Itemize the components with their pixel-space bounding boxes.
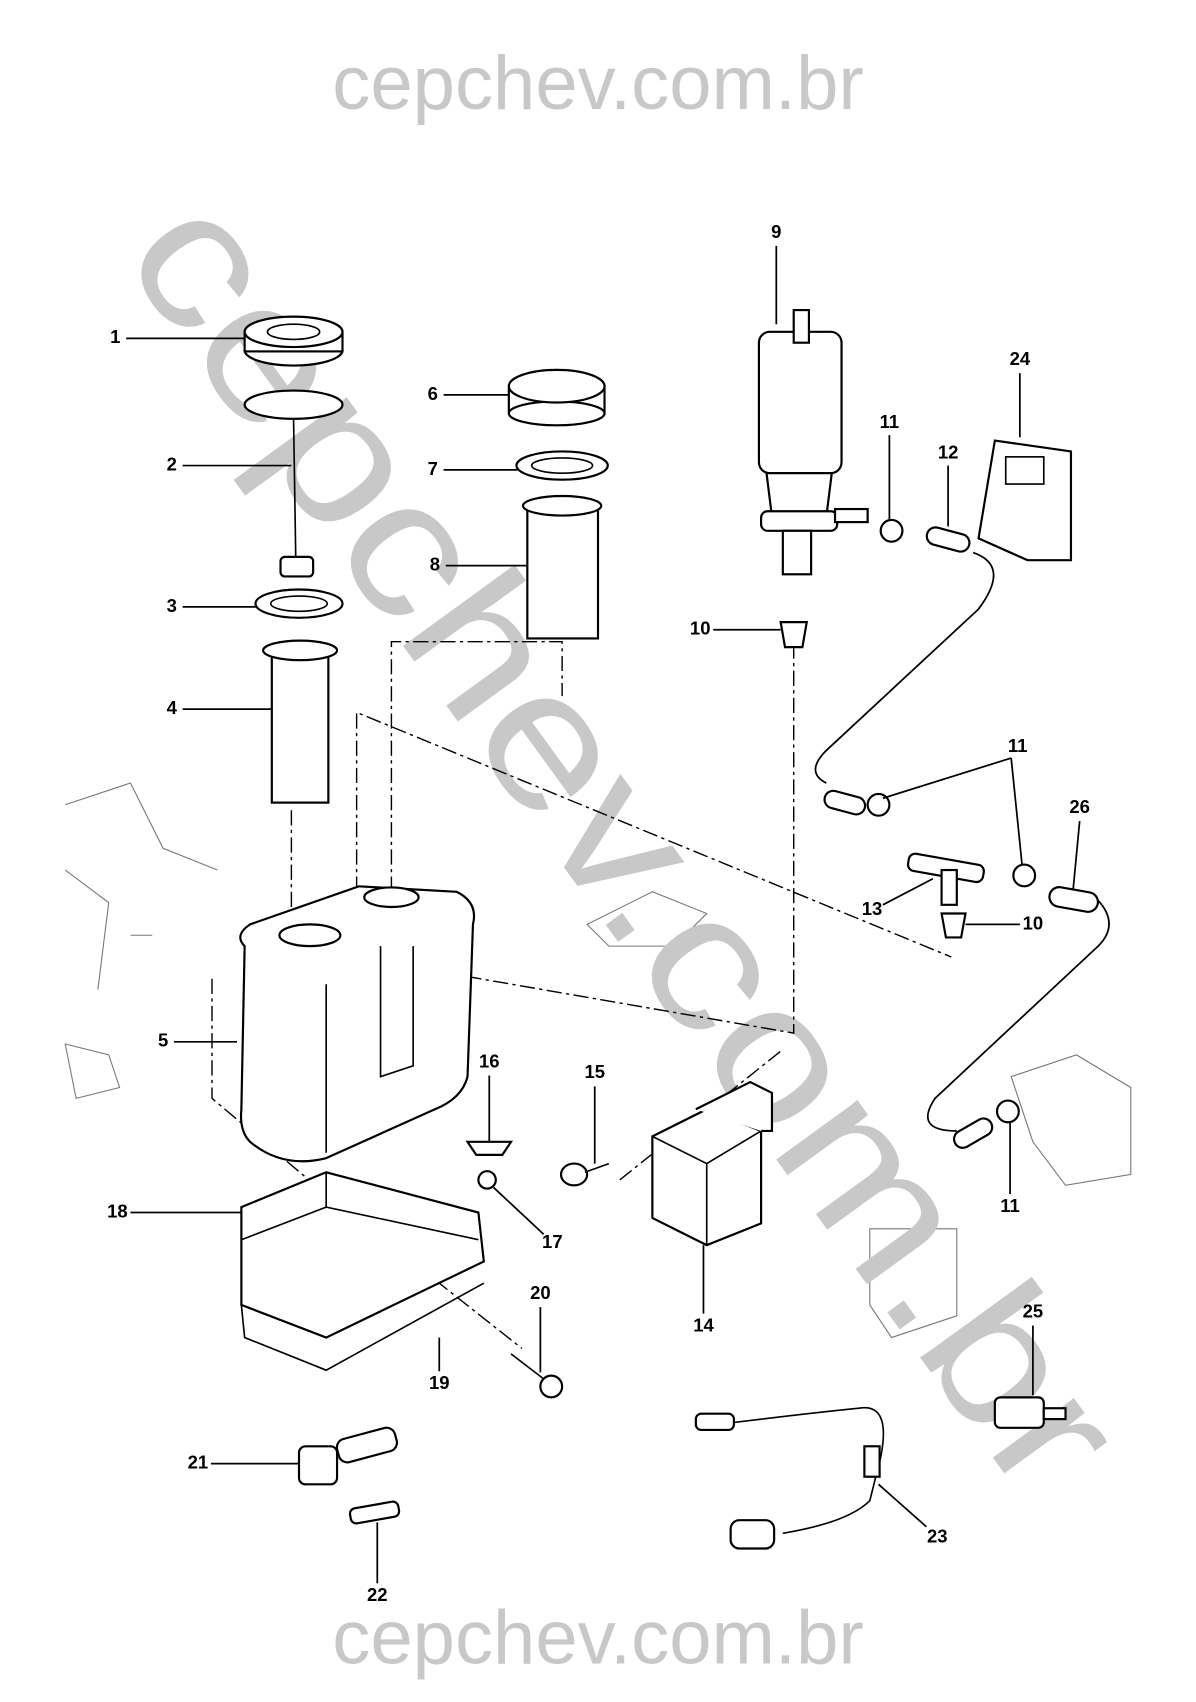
callout-number: 12	[938, 441, 959, 462]
part-14-relay	[651, 1080, 774, 1247]
callout-11: 11	[1000, 1122, 1020, 1216]
callout-number: 22	[367, 1584, 388, 1605]
part-23-harness	[694, 1406, 885, 1550]
callout-12: 12	[938, 441, 959, 527]
leader-line	[882, 757, 1012, 800]
callout-number: 1	[110, 326, 120, 347]
leader-line	[1072, 821, 1081, 890]
callout-4: 4	[167, 697, 272, 718]
callout-number: 11	[880, 411, 900, 432]
leader-line	[1010, 757, 1023, 865]
callout-number: 17	[542, 1231, 563, 1252]
part-10-grommet	[779, 621, 967, 939]
callout-number: 13	[862, 898, 883, 919]
callout-number: 26	[1069, 796, 1090, 817]
callout-7: 7	[428, 458, 518, 479]
part-26-hose	[1048, 886, 1100, 913]
callout-10: 10	[690, 618, 781, 639]
callout-10: 10	[965, 912, 1043, 933]
callout-number: 8	[430, 553, 440, 574]
part-2-level-sensor	[243, 389, 344, 578]
callout-number: 23	[927, 1525, 948, 1546]
part-18-19-bracket	[240, 1171, 486, 1372]
part-13-tee	[906, 852, 985, 906]
callout-6: 6	[428, 383, 509, 404]
callout-labels: 1234567891011122411261310161517182019142…	[107, 221, 1090, 1605]
part-8-filter	[521, 494, 603, 640]
part-5-reservoir	[239, 885, 476, 1163]
callout-17: 17	[493, 1186, 563, 1252]
callout-13: 13	[862, 877, 934, 919]
callout-22: 22	[367, 1522, 388, 1605]
callout-24: 24	[1010, 348, 1031, 438]
callout-number: 25	[1023, 1300, 1044, 1321]
part-11-clip	[866, 518, 1037, 1124]
callout-5: 5	[158, 1030, 238, 1051]
part-12-hose	[823, 526, 994, 1149]
callout-number: 2	[167, 453, 177, 474]
callout-23: 23	[877, 1483, 948, 1546]
callout-11: 11	[882, 735, 1028, 865]
part-3-seal	[254, 588, 344, 619]
callout-number: 11	[1008, 735, 1028, 756]
callout-25: 25	[1023, 1300, 1044, 1396]
callout-number: 10	[1023, 912, 1044, 933]
engine-bay-sketch	[64, 782, 1132, 1339]
part-1-cap	[243, 315, 344, 367]
part-22-fuse	[348, 1500, 401, 1525]
part-16-nut	[465, 1140, 514, 1156]
callout-number: 14	[693, 1315, 714, 1336]
callout-number: 15	[584, 1061, 605, 1082]
part-21-bulb	[297, 1426, 399, 1486]
part-24-switch	[977, 439, 1073, 562]
callout-3: 3	[167, 595, 257, 616]
part-4-tube	[262, 639, 339, 804]
part-17-cap	[477, 1170, 497, 1190]
callout-9: 9	[771, 221, 781, 325]
part-6-cap	[507, 368, 606, 427]
callout-number: 5	[158, 1030, 168, 1051]
callout-11: 11	[880, 411, 900, 520]
callout-number: 10	[690, 618, 711, 639]
callout-16: 16	[479, 1050, 500, 1142]
watermark-bottom: cepchev.com.br	[332, 1596, 863, 1681]
leader-line	[882, 877, 934, 906]
callout-number: 21	[188, 1452, 209, 1473]
part-9-pump	[757, 308, 869, 576]
part-20-screw	[510, 1353, 564, 1399]
leader-line	[877, 1483, 927, 1528]
watermark-diagonal: cepchev.com.br	[86, 155, 1165, 1529]
callout-number: 24	[1010, 348, 1031, 369]
callout-20: 20	[530, 1282, 551, 1373]
callout-14: 14	[693, 1245, 714, 1336]
part-7-seal	[515, 450, 609, 481]
callout-8: 8	[430, 553, 528, 574]
callout-number: 7	[428, 458, 438, 479]
part-15-screw	[559, 1162, 610, 1187]
callout-number: 11	[1000, 1195, 1020, 1216]
callout-21: 21	[188, 1452, 299, 1473]
callout-number: 6	[428, 383, 438, 404]
callout-1: 1	[110, 326, 245, 347]
watermark-top: cepchev.com.br	[332, 41, 863, 126]
callout-number: 19	[429, 1372, 450, 1393]
callout-26: 26	[1069, 796, 1090, 890]
callout-number: 16	[479, 1050, 500, 1071]
callout-number: 3	[167, 595, 177, 616]
part-25-sensor	[993, 1396, 1067, 1429]
leader-line	[493, 1186, 545, 1235]
callout-number: 18	[107, 1200, 128, 1221]
callout-number: 20	[530, 1282, 551, 1303]
callout-number: 9	[771, 221, 781, 242]
callout-19: 19	[429, 1337, 450, 1393]
callout-number: 4	[167, 697, 178, 718]
callout-15: 15	[584, 1061, 605, 1164]
callout-2: 2	[167, 453, 292, 474]
callout-18: 18	[107, 1200, 242, 1221]
